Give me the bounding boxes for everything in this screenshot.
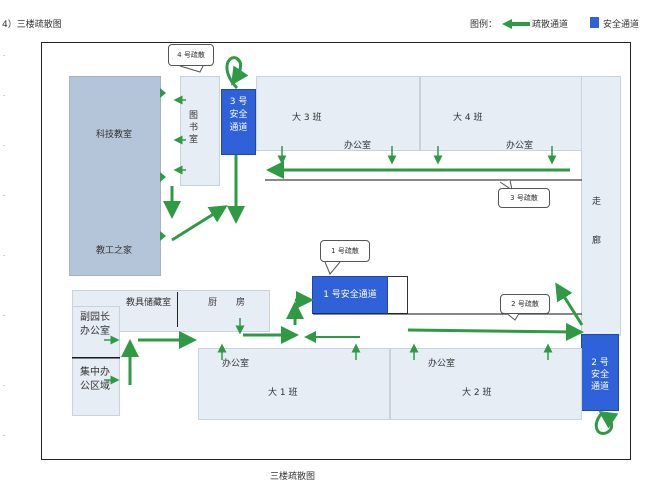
room-big2-label: 大 2 班 [462, 388, 492, 398]
bubble-2: 2 号疏散 [500, 294, 550, 314]
room-big1-label: 大 1 班 [268, 388, 298, 398]
room-keji-label: 科技教室 [96, 130, 133, 140]
room-big1 [198, 348, 390, 420]
page-title: 4）三楼疏散图 [2, 20, 62, 30]
bubble-1: 1 号疏散 [320, 240, 370, 262]
legend-evac-label: 疏散通道 [532, 20, 569, 30]
legend-evac-arrow-icon [502, 19, 530, 29]
exit-2-label: 2 号安全通道 [590, 358, 609, 392]
room-big4-label: 大 4 班 [453, 113, 483, 123]
floor-outline [41, 42, 631, 460]
room-big3-label: 大 3 班 [292, 113, 322, 123]
room-office-bot2-label: 办公室 [428, 359, 456, 369]
room-big3 [256, 76, 420, 151]
exit-1-label: 1 号安全通道 [323, 290, 377, 300]
room-office-top1-label: 办公室 [344, 141, 372, 151]
room-tushu [180, 76, 220, 186]
corridor-label: 走廊 [590, 196, 600, 274]
exit-3-label: 3 号安全通道 [229, 97, 248, 133]
caption: 三楼疏散图 [270, 472, 316, 482]
room-deputy-label: 副园长办公室 [80, 312, 110, 337]
corridor-right [581, 76, 621, 336]
room-big4 [420, 76, 582, 151]
room-jizhong-label: 集中办公区域 [80, 367, 110, 392]
legend-exit-label: 安全通道 [603, 20, 640, 30]
bubble-3: 3 号疏散 [498, 188, 550, 208]
room-tushu-label: 图书室 [187, 110, 197, 146]
exit-3: 3 号安全通道 [221, 89, 256, 155]
exit-2: 2 号安全通道 [581, 334, 619, 411]
room-deputy-jizhong [72, 306, 120, 416]
legend-prefix: 图例： [470, 20, 498, 30]
legend-exit-swatch [590, 17, 599, 28]
room-jiaogong-label: 教工之家 [96, 246, 133, 256]
room-kitchen-label-a: 厨 [208, 298, 218, 308]
room-kitchen-label-b: 房 [236, 298, 246, 308]
room-jiaoju-label: 教具储藏室 [126, 298, 172, 308]
bubble-4: 4 号疏散 [168, 44, 214, 66]
room-big2 [390, 348, 582, 420]
room-office-top2-label: 办公室 [506, 141, 534, 151]
room-office-bot1-label: 办公室 [222, 359, 250, 369]
divider [177, 292, 178, 327]
